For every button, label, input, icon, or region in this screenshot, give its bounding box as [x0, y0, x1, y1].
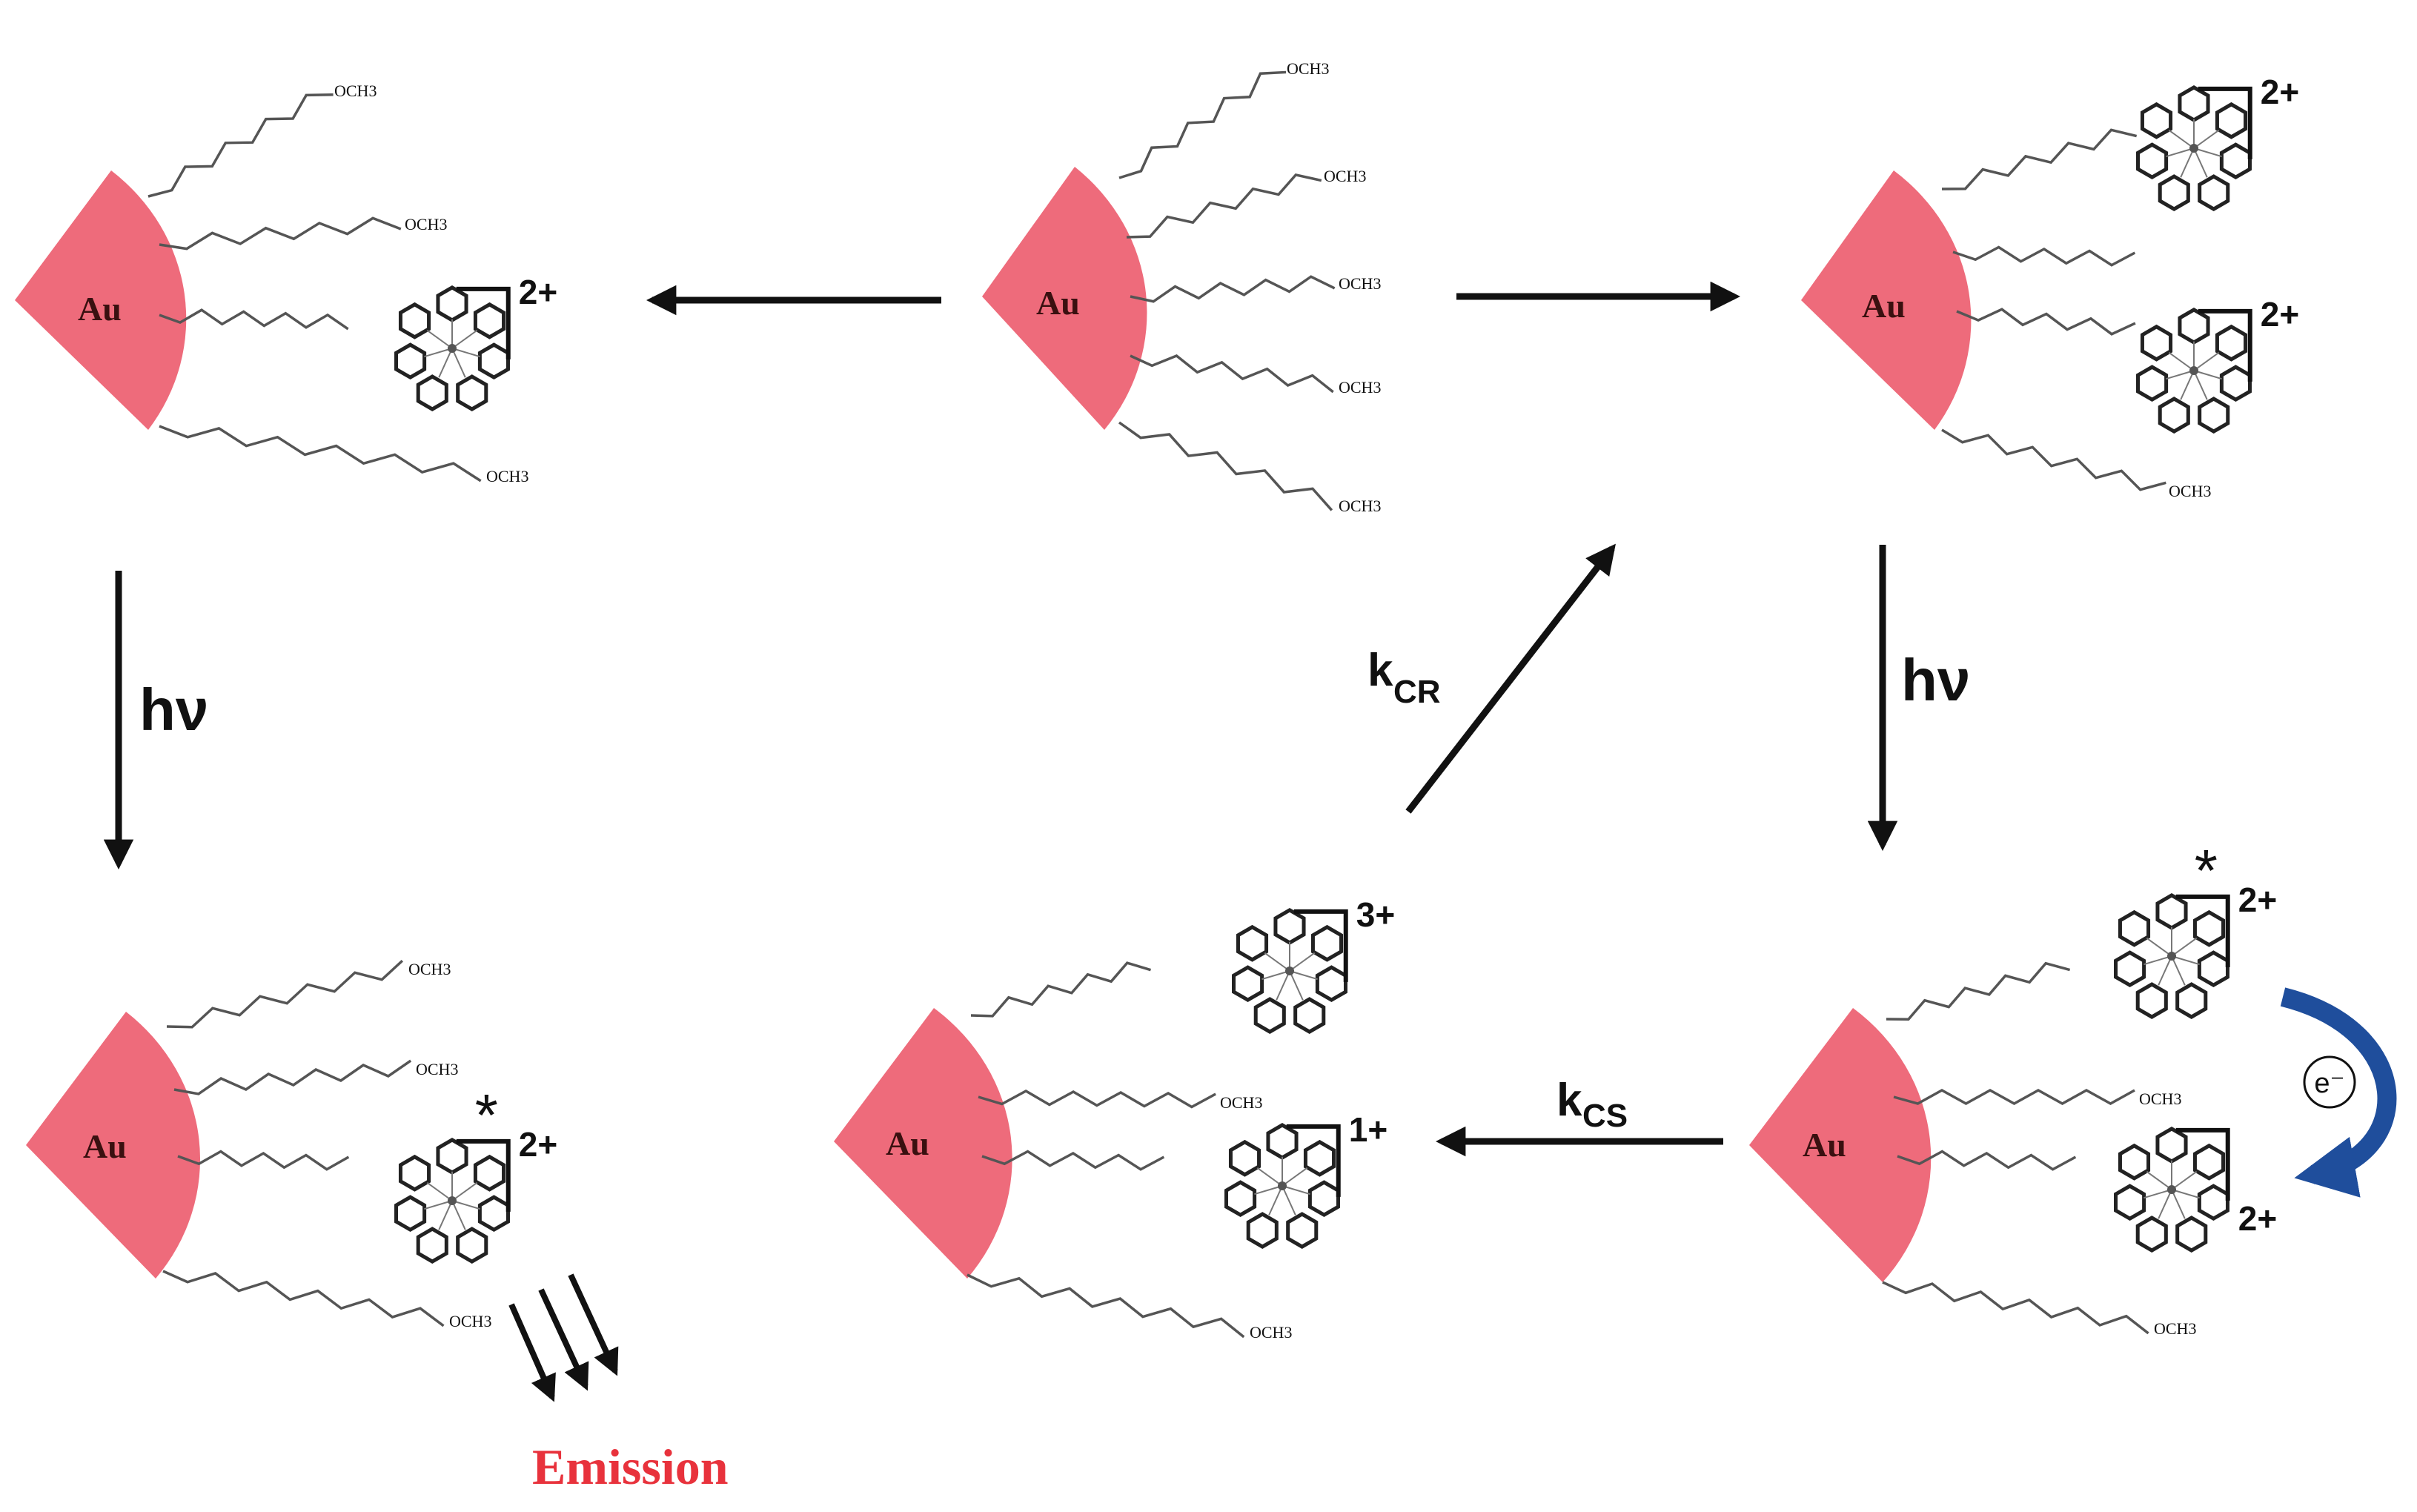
charge-label: 1+ [1349, 1110, 1387, 1149]
ligand-chain: OCH3 [147, 82, 377, 198]
och3-label: OCH3 [1250, 1323, 1292, 1342]
kcs-subscript: CS [1582, 1098, 1628, 1134]
och3-label: OCH3 [2169, 482, 2211, 500]
hv-label-left: hν [139, 677, 208, 743]
charge-label: 2+ [2238, 881, 2277, 919]
emission-arrows [508, 1273, 619, 1402]
panel-charge-separated: Au [834, 1008, 1012, 1279]
gold-nanoparticle [834, 1008, 1012, 1279]
gold-nanoparticle [982, 167, 1147, 430]
och3-label: OCH3 [408, 960, 451, 978]
ligand-chain: OCH3 [162, 1270, 491, 1330]
ligand-chain: OCH3 [173, 1059, 458, 1095]
ru-complex: 2+ * [394, 1082, 557, 1264]
ligand-chain [1897, 1150, 2077, 1171]
ligand-chain: OCH3 [159, 425, 528, 485]
charge-label: 2+ [2238, 1199, 2277, 1238]
ligand-chain [177, 1150, 350, 1171]
hv-label-right: hν [1901, 647, 1970, 713]
electron-transfer: e⁻ [2280, 987, 2397, 1198]
ru-complex: 2+ [2136, 295, 2299, 434]
arrow-charge-recombination [1405, 543, 1616, 814]
panel-excited-electron-transfer: Au [1749, 1008, 1932, 1282]
ligand-chain [970, 961, 1152, 1018]
ru-complex: 3+ [1232, 895, 1395, 1034]
ligand-chain: OCH3 [1882, 1281, 2196, 1338]
och3-label: OCH3 [1324, 167, 1366, 185]
ligand-chain: OCH3 [166, 959, 451, 1029]
ligand-chain [981, 1150, 1165, 1171]
electron-transfer-arrow [2280, 987, 2397, 1198]
excited-state-star: * [2195, 838, 2218, 903]
emission-label: Emission [532, 1439, 729, 1495]
ru-complex: 2+ [394, 273, 557, 411]
ligand-chain [1886, 961, 2071, 1021]
charge-label: 2+ [519, 273, 557, 311]
au-label: Au [886, 1124, 929, 1162]
ligand-chain: OCH3 [967, 1273, 1292, 1342]
reaction-arrows [103, 281, 1898, 1157]
ligand-chain: OCH3 [1893, 1088, 2181, 1108]
gold-nanoparticle [15, 170, 187, 430]
gold-nanoparticle [1749, 1008, 1932, 1282]
excited-state-star: * [475, 1082, 498, 1148]
ru-complex: 1+ [1224, 1110, 1387, 1249]
panel-nanoparticle-two-complexes: Au [1801, 170, 1972, 430]
och3-label: OCH3 [1339, 378, 1381, 397]
kcr-subscript: CR [1393, 674, 1441, 710]
ligand-chain: OCH3 [1941, 428, 2211, 500]
kcr-label: k CR [1367, 645, 1441, 710]
ligand-chain: OCH3 [1130, 354, 1381, 397]
charge-label: 3+ [1356, 895, 1395, 934]
au-label: Au [78, 290, 122, 328]
ligand-chain [1952, 245, 2136, 267]
och3-label: OCH3 [416, 1060, 458, 1078]
kcs-k: k [1556, 1075, 1582, 1126]
ru-complex: 2+ [2136, 73, 2299, 211]
och3-label: OCH3 [449, 1312, 491, 1330]
charge-label: 2+ [519, 1125, 557, 1164]
och3-label: OCH3 [1339, 497, 1381, 515]
charge-label: 2+ [2261, 73, 2299, 111]
ligand-chain [1956, 308, 2136, 336]
och3-label: OCH3 [334, 82, 377, 100]
kcs-label: k CS [1556, 1075, 1628, 1134]
electron-label: e⁻ [2314, 1068, 2344, 1099]
ligand-chain: OCH3 [1126, 167, 1366, 239]
kcr-k: k [1367, 645, 1393, 696]
ligand-chain: OCH3 [159, 215, 447, 251]
electron-circle [2303, 1055, 2356, 1109]
ru-complex: 2+ * [2114, 838, 2277, 1019]
au-label: Au [1803, 1126, 1846, 1164]
au-label: Au [1862, 287, 1906, 325]
ligand-chain: OCH3 [978, 1089, 1262, 1112]
och3-label: OCH3 [1339, 274, 1381, 293]
ligand-chain [1941, 128, 2138, 190]
och3-label: OCH3 [405, 215, 447, 233]
gold-nanoparticle [26, 1012, 201, 1279]
charge-label: 2+ [2261, 295, 2299, 334]
au-label: Au [1036, 284, 1080, 322]
panel-excited-emission: Au Emission [26, 1012, 729, 1495]
och3-label: OCH3 [486, 467, 528, 485]
och3-label: OCH3 [2139, 1090, 2181, 1108]
ligand-chain: OCH3 [1130, 274, 1381, 303]
ligand-chain: OCH3 [1118, 421, 1381, 515]
och3-label: OCH3 [1220, 1093, 1262, 1112]
gold-nanoparticle [1801, 170, 1972, 430]
och3-label: OCH3 [2154, 1319, 2196, 1338]
ligand-chain: OCH3 [1118, 59, 1329, 179]
ligand-chain [159, 308, 349, 331]
au-label: Au [83, 1127, 127, 1165]
och3-label: OCH3 [1287, 59, 1329, 78]
panel-nanoparticle-single-complex: Au [15, 170, 187, 430]
panel-nanoparticle-ligands-only: Au [982, 167, 1147, 430]
ru-complex: 2+ [2114, 1127, 2277, 1253]
